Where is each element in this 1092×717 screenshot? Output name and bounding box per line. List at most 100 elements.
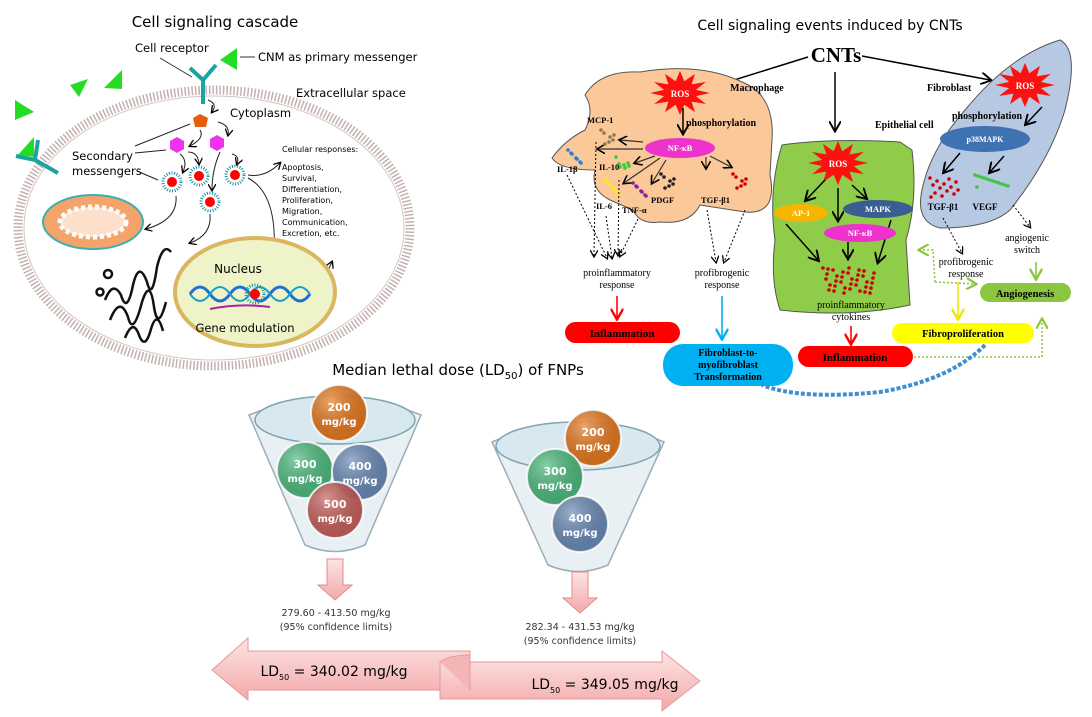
cytokine-dot (834, 279, 838, 283)
cytokine-dot (566, 148, 570, 152)
dose-value: 400 (569, 512, 592, 525)
nfkb-node (645, 138, 715, 158)
cytokine-dot (740, 179, 744, 183)
dose-unit: mg/kg (342, 476, 377, 487)
cytokine-dot (982, 176, 986, 180)
secondary-messengers-label-1: Secondary (72, 149, 133, 163)
cytokine-dot (850, 277, 854, 281)
cytokine-dot (864, 285, 868, 289)
arrow (1026, 106, 1043, 124)
fibroproliferation-pill (892, 323, 1034, 343)
cytokine-dot (734, 175, 738, 179)
ld50-value-2: LD50 = 349.05 mg/kg (531, 677, 678, 695)
macrophage-label: Macrophage (730, 83, 784, 94)
cytokine-dot (731, 172, 735, 176)
cytokine-dot (938, 186, 942, 190)
cytokine-dot (952, 192, 956, 196)
dose-unit: mg/kg (287, 474, 322, 485)
response-item: Excretion, etc. (282, 229, 340, 238)
cellular-responses-list: Apoptosis, Survival, Differentiation, Pr… (282, 163, 348, 238)
profibrogenic-response-label-1: profibrogenic (939, 257, 994, 268)
cellular-responses-title: Cellular responses: (282, 145, 358, 154)
macrophage-dotted-arrows (566, 141, 746, 262)
cytokine-dot (857, 268, 861, 272)
cytokine-dot (662, 175, 666, 179)
cytokine-dot (832, 289, 836, 293)
cytokine-dot (569, 151, 573, 155)
ld50-value-1: LD50 = 340.02 mg/kg (260, 664, 407, 682)
cytokine-dot (1006, 184, 1010, 188)
cytokine-dot (865, 280, 869, 284)
messenger-burst-icon (188, 165, 210, 187)
ld-text: = 349.05 mg/kg (560, 677, 678, 693)
title-subscript: 50 (505, 371, 518, 382)
mapk-label: MAPK (865, 204, 891, 214)
cell-receptor-label: Cell receptor (135, 41, 209, 55)
receptor-icon (15, 63, 218, 175)
epithelial-label: Epithelial cell (875, 120, 934, 131)
cytokine-dot (603, 142, 607, 146)
cytokine-dot (824, 277, 828, 281)
dose-unit: mg/kg (562, 528, 597, 539)
cytokine-dot (643, 193, 647, 197)
proinflammatory-response-label-2: response (600, 280, 636, 291)
cnm-triangle-icon (104, 70, 122, 89)
phosphorylation-label: phosphorylation (686, 118, 756, 129)
dose-unit: mg/kg (537, 481, 572, 492)
cytokine-dot (949, 185, 953, 189)
cytokine-dot (975, 185, 979, 189)
p38mapk-label: p38MAPK (967, 135, 1005, 144)
cytokine-dot (848, 287, 852, 291)
cytokine-dot (663, 186, 667, 190)
cytokine-dot (1000, 182, 1004, 186)
messenger-burst-icon (199, 191, 221, 213)
response-item: Apoptosis, (282, 163, 324, 172)
cytokine-dot (847, 266, 851, 270)
pdgf-label: PDGF (651, 195, 674, 205)
cytokine-dot (869, 286, 873, 290)
ros-label: ROS (671, 89, 690, 99)
cytokine-dot (831, 268, 835, 272)
cytokine-dot (988, 178, 992, 182)
phosphorylation-label: phosphorylation (952, 111, 1022, 122)
ld-subscript: 50 (550, 686, 560, 695)
inflammation-pill (798, 346, 913, 367)
cytokines-label-2: cytokines (832, 312, 870, 323)
secondary-messenger-hexagon-icon (210, 135, 224, 151)
cytokine-dot (618, 165, 622, 169)
cytokines-label-1: proinflammatory (817, 300, 885, 311)
cytokine-dot (608, 135, 612, 139)
angiogenesis-pill (980, 283, 1071, 302)
fmt-to-fibroproliferation-arrow (761, 343, 987, 397)
cnm-triangle-icon (70, 79, 88, 97)
dose-ball: 300 mg/kg (526, 448, 584, 506)
gene-modulation-label: Gene modulation (195, 321, 294, 335)
cytokine-dots (566, 128, 1010, 295)
cytokine-dot (622, 163, 626, 167)
ribbon-fold (439, 654, 471, 690)
down-arrow-icon (561, 571, 599, 614)
secondary-messengers-label-2: messengers (72, 164, 142, 178)
cytokine-dot (606, 181, 610, 185)
fmt-label-2: myofibroblast (698, 360, 758, 371)
cytokine-dot (973, 173, 977, 177)
receptor-pointer (159, 57, 193, 78)
cytokine-dot (954, 180, 958, 184)
inflammation-pill (565, 322, 680, 343)
nucleus (173, 236, 337, 348)
dose-value: 300 (544, 465, 567, 478)
cytokine-dot (933, 191, 937, 195)
dose-unit: mg/kg (321, 417, 356, 428)
nfkb-node (824, 224, 896, 242)
cytokine-dot (735, 186, 739, 190)
cytokine-dot (607, 140, 611, 144)
cytokine-dot (743, 182, 747, 186)
down-arrow-icon (316, 558, 354, 601)
ros-label: ROS (829, 159, 848, 169)
cnm-label: CNM as primary messenger (258, 50, 418, 64)
ld50-title: Median lethal dose (LD50) of FNPs (332, 361, 584, 382)
response-item: Communication, (282, 218, 348, 227)
left-title: Cell signaling cascade (132, 13, 299, 31)
